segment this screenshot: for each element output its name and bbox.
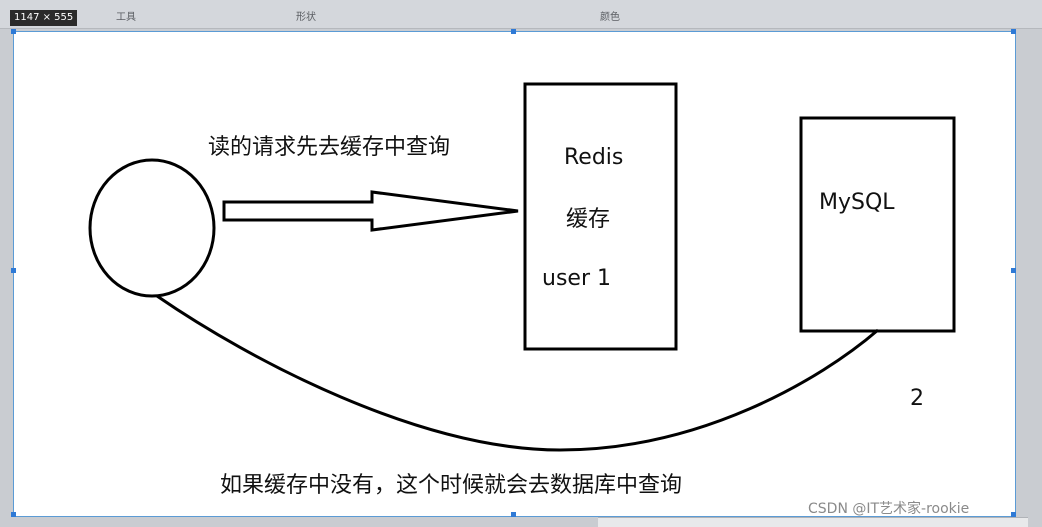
resize-handle-bottom-left[interactable] bbox=[11, 512, 16, 517]
resize-handle-middle-left[interactable] bbox=[11, 268, 16, 273]
redis-subtitle: 缓存 bbox=[566, 207, 611, 232]
resize-handle-bottom-right[interactable] bbox=[1011, 512, 1016, 517]
toolbar-label-shapes[interactable]: 形状 bbox=[296, 12, 316, 23]
arrow-label: 读的请求先去缓存中查询 bbox=[208, 135, 451, 160]
mysql-box bbox=[799, 116, 956, 333]
resize-handle-top-center[interactable] bbox=[511, 29, 516, 34]
redis-entry: user 1 bbox=[542, 266, 611, 291]
toolbar-label-tools[interactable]: 工具 bbox=[116, 12, 136, 23]
toolbar-label-colors[interactable]: 颜色 bbox=[600, 12, 620, 23]
mysql-title: MySQL bbox=[819, 190, 895, 215]
redis-box bbox=[523, 82, 678, 351]
capture-size-badge: 1147 × 555 bbox=[10, 10, 78, 26]
client-circle bbox=[88, 158, 216, 298]
drawing-canvas[interactable] bbox=[13, 31, 1016, 517]
fallback-curve bbox=[156, 294, 879, 452]
csdn-watermark: CSDN @IT艺术家-rookie bbox=[808, 501, 970, 517]
resize-handle-top-left[interactable] bbox=[11, 29, 16, 34]
request-arrow bbox=[222, 190, 519, 232]
bottom-label: 如果缓存中没有，这个时候就会去数据库中查询 bbox=[220, 473, 683, 498]
resize-handle-top-right[interactable] bbox=[1011, 29, 1016, 34]
resize-handle-bottom-center[interactable] bbox=[511, 512, 516, 517]
step-number: 2 bbox=[910, 386, 924, 411]
annotation-tool-strip[interactable] bbox=[598, 517, 1028, 527]
resize-handle-middle-right[interactable] bbox=[1011, 268, 1016, 273]
editor-toolbar: 工具 形状 颜色 bbox=[0, 0, 1042, 29]
redis-title: Redis bbox=[564, 145, 624, 170]
